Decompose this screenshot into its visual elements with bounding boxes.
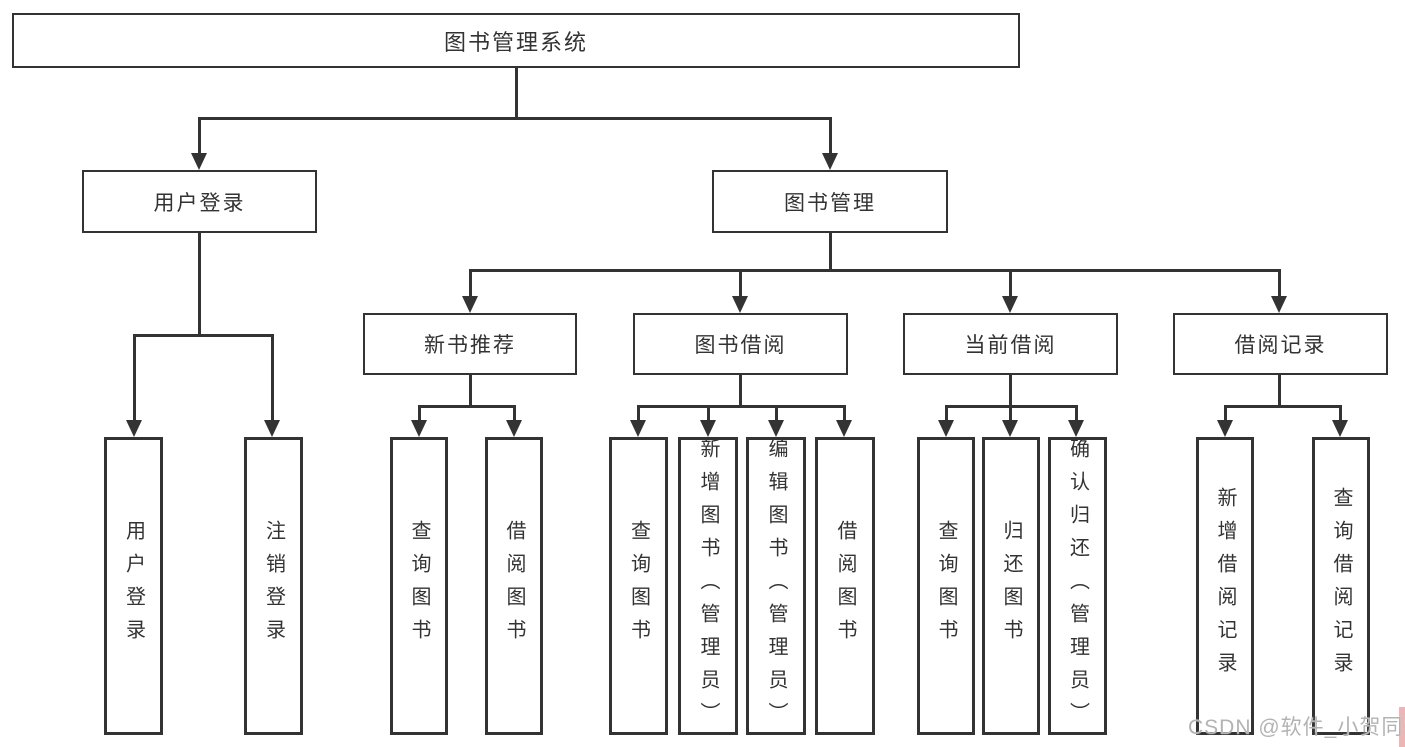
leaf-logout: 注销登录 bbox=[244, 437, 303, 735]
connector-mgmt-to-records bbox=[1278, 269, 1281, 297]
watermark-color-strip bbox=[1399, 707, 1405, 747]
arrowhead-borrow-leaf2 bbox=[700, 420, 716, 437]
connector-newbooks-leaf2 bbox=[513, 405, 516, 422]
leaf-current-query: 查询图书 bbox=[917, 437, 975, 735]
connector-current-leaf1 bbox=[945, 405, 948, 422]
connector-root-to-mgmt bbox=[829, 117, 832, 154]
connector-current-leaf2 bbox=[1009, 405, 1012, 422]
node-user-login: 用户登录 bbox=[82, 170, 317, 233]
connector-root-hline bbox=[198, 117, 832, 120]
arrowhead-login-leaf2 bbox=[264, 420, 280, 437]
node-borrow-records: 借阅记录 bbox=[1173, 313, 1388, 375]
leaf-records-add-label: 新增借阅记录 bbox=[1214, 487, 1236, 685]
node-book-management: 图书管理 bbox=[712, 170, 948, 233]
arrowhead-newbooks bbox=[462, 296, 478, 313]
connector-current-stem bbox=[1009, 375, 1012, 408]
connector-records-leaf1 bbox=[1224, 405, 1227, 422]
connector-newbooks-leaf1 bbox=[418, 405, 421, 422]
connector-login-stem bbox=[198, 233, 201, 337]
leaf-current-confirm-admin: 确认归还（管理员） bbox=[1048, 437, 1107, 735]
connector-mgmt-hline bbox=[469, 269, 1281, 272]
leaf-newbooks-query-label: 查询图书 bbox=[408, 520, 430, 652]
connector-records-stem bbox=[1278, 375, 1281, 408]
connector-borrow-leaf2 bbox=[707, 405, 710, 422]
arrowhead-records-leaf2 bbox=[1332, 420, 1348, 437]
leaf-logout-label: 注销登录 bbox=[262, 520, 285, 652]
connector-newbooks-hline bbox=[418, 405, 515, 408]
node-root-label: 图书管理系统 bbox=[443, 29, 588, 55]
node-current-borrow: 当前借阅 bbox=[903, 313, 1118, 375]
connector-borrow-leaf4 bbox=[843, 405, 846, 422]
arrowhead-newbooks-leaf1 bbox=[411, 420, 427, 437]
node-new-book-recommend-label: 新书推荐 bbox=[424, 334, 516, 357]
node-borrow-records-label: 借阅记录 bbox=[1234, 334, 1327, 357]
node-new-book-recommend: 新书推荐 bbox=[363, 313, 577, 375]
connector-borrow-leaf1 bbox=[637, 405, 640, 422]
connector-root-to-login bbox=[198, 117, 201, 154]
node-root-library-system: 图书管理系统 bbox=[12, 13, 1020, 68]
leaf-borrow-query-label: 查询图书 bbox=[627, 520, 650, 652]
leaf-borrow-add-admin-label: 新增图书（管理员） bbox=[697, 437, 719, 735]
leaf-newbooks-borrow: 借阅图书 bbox=[485, 437, 543, 735]
node-book-management-label: 图书管理 bbox=[784, 191, 876, 215]
node-book-borrow: 图书借阅 bbox=[633, 313, 848, 375]
connector-borrow-leaf3 bbox=[775, 405, 778, 422]
connector-mgmt-to-newbooks bbox=[469, 269, 472, 297]
leaf-borrow-borrow: 借阅图书 bbox=[815, 437, 875, 735]
leaf-current-return: 归还图书 bbox=[982, 437, 1040, 735]
connector-root-stem bbox=[515, 68, 518, 119]
connector-records-hline bbox=[1224, 405, 1341, 408]
arrowhead-login-leaf1 bbox=[126, 420, 142, 437]
arrowhead-borrow bbox=[732, 296, 748, 313]
connector-current-leaf3 bbox=[1075, 405, 1078, 422]
arrowhead-borrow-leaf3 bbox=[768, 420, 784, 437]
leaf-borrow-borrow-label: 借阅图书 bbox=[834, 520, 856, 652]
leaf-current-query-label: 查询图书 bbox=[935, 520, 957, 652]
connector-borrow-stem bbox=[739, 375, 742, 408]
arrowhead-current-leaf1 bbox=[938, 420, 954, 437]
arrowhead-mgmt bbox=[822, 153, 838, 170]
leaf-user-login-label: 用户登录 bbox=[122, 520, 145, 652]
connector-login-hline bbox=[133, 334, 273, 337]
arrowhead-login bbox=[191, 153, 207, 170]
node-current-borrow-label: 当前借阅 bbox=[964, 334, 1057, 357]
leaf-borrow-query: 查询图书 bbox=[609, 437, 668, 735]
connector-newbooks-stem bbox=[469, 375, 472, 408]
connector-login-leaf2 bbox=[271, 334, 274, 420]
leaf-borrow-edit-admin-label: 编辑图书（管理员） bbox=[765, 437, 787, 735]
leaf-borrow-edit-admin: 编辑图书（管理员） bbox=[746, 437, 806, 735]
watermark-text: CSDN @软件_小贺同学 bbox=[1188, 716, 1405, 739]
leaf-current-confirm-admin-label: 确认归还（管理员） bbox=[1066, 437, 1089, 735]
node-book-borrow-label: 图书借阅 bbox=[694, 334, 787, 357]
leaf-newbooks-query: 查询图书 bbox=[390, 437, 448, 735]
arrowhead-current-leaf3 bbox=[1068, 420, 1084, 437]
leaf-records-query-label: 查询借阅记录 bbox=[1330, 487, 1352, 685]
arrowhead-newbooks-leaf2 bbox=[506, 420, 522, 437]
leaf-newbooks-borrow-label: 借阅图书 bbox=[503, 520, 525, 652]
arrowhead-records-leaf1 bbox=[1217, 420, 1233, 437]
leaf-user-login: 用户登录 bbox=[104, 437, 163, 735]
arrowhead-records bbox=[1271, 296, 1287, 313]
connector-mgmt-stem bbox=[829, 233, 832, 272]
arrowhead-borrow-leaf1 bbox=[630, 420, 646, 437]
leaf-records-query: 查询借阅记录 bbox=[1312, 437, 1370, 735]
connector-mgmt-to-current bbox=[1009, 269, 1012, 297]
connector-mgmt-to-borrow bbox=[739, 269, 742, 297]
connector-login-leaf1 bbox=[133, 334, 136, 420]
arrowhead-current bbox=[1002, 296, 1018, 313]
arrowhead-current-leaf2 bbox=[1002, 420, 1018, 437]
leaf-records-add: 新增借阅记录 bbox=[1196, 437, 1254, 735]
node-user-login-label: 用户登录 bbox=[153, 191, 246, 215]
connector-records-leaf2 bbox=[1339, 405, 1342, 422]
leaf-current-return-label: 归还图书 bbox=[1000, 520, 1022, 652]
connector-borrow-hline bbox=[637, 405, 845, 408]
arrowhead-borrow-leaf4 bbox=[836, 420, 852, 437]
leaf-borrow-add-admin: 新增图书（管理员） bbox=[678, 437, 738, 735]
